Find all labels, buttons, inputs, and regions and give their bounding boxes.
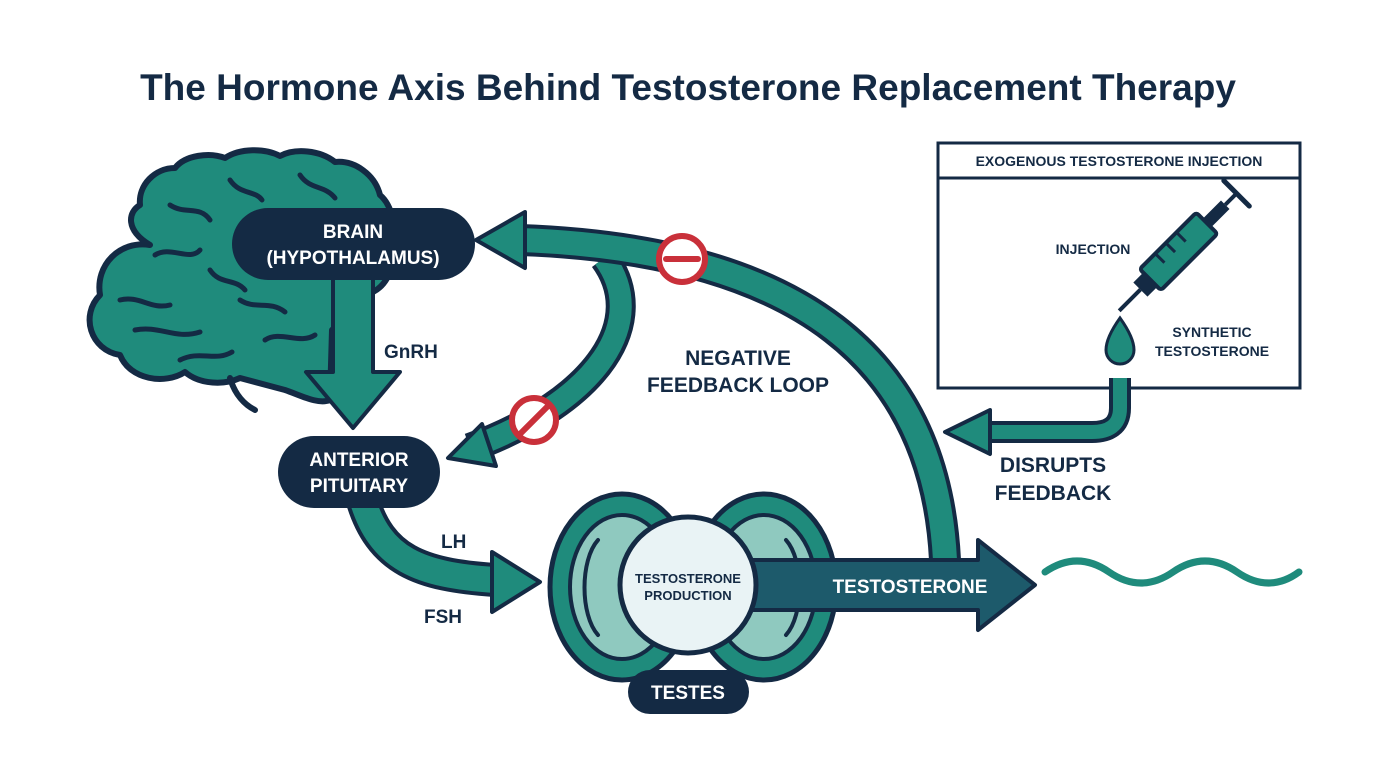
- drop-icon: [1104, 315, 1136, 366]
- disrupts-label-line1: DISRUPTS: [1000, 454, 1106, 477]
- injection-label: INJECTION: [1056, 241, 1131, 257]
- anterior-pituitary-node: ANTERIOR PITUITARY: [278, 436, 440, 508]
- disrupts-label-line2: FEEDBACK: [995, 482, 1112, 505]
- syringe-icon: [1117, 178, 1252, 313]
- brain-label-line2: (HYPOTHALAMUS): [266, 248, 439, 269]
- feedback-label-line1: NEGATIVE: [685, 347, 791, 370]
- production-label-line2: PRODUCTION: [644, 588, 731, 603]
- lh-fsh-arrow: [345, 492, 542, 614]
- exogenous-injection-panel: EXOGENOUS TESTOSTERONE INJECTION INJECTI…: [936, 141, 1302, 390]
- synthetic-label-line2: TESTOSTERONE: [1155, 343, 1269, 359]
- pituitary-label-line1: ANTERIOR: [309, 450, 409, 471]
- testosterone-arrow-label: TESTOSTERONE: [833, 577, 988, 598]
- testosterone-production-node: TESTOSTERONE PRODUCTION: [617, 514, 759, 656]
- production-label-line1: TESTOSTERONE: [635, 571, 741, 586]
- disrupts-feedback-arrow: [943, 378, 1131, 456]
- inhibit-icon: [656, 233, 708, 285]
- testes-node: TESTES: [628, 670, 749, 714]
- synthetic-label-line1: SYNTHETIC: [1172, 324, 1251, 340]
- feedback-label-line2: FEEDBACK LOOP: [647, 374, 829, 397]
- gnrh-label: GnRH: [384, 342, 438, 363]
- testes-label: TESTES: [651, 683, 725, 704]
- gnrh-arrow: [304, 266, 402, 430]
- page-title: The Hormone Axis Behind Testosterone Rep…: [140, 67, 1236, 108]
- pituitary-label-line2: PITUITARY: [310, 476, 408, 497]
- inhibit-icon: [509, 395, 559, 445]
- feedback-arrow-to-brain: [474, 210, 961, 561]
- brain-label-line1: BRAIN: [323, 222, 383, 243]
- testosterone-arrow: TESTOSTERONE: [740, 538, 1037, 632]
- fsh-label: FSH: [424, 607, 462, 628]
- lh-label: LH: [441, 532, 466, 553]
- wave-icon: [1041, 557, 1303, 587]
- panel-header: EXOGENOUS TESTOSTERONE INJECTION: [976, 153, 1263, 169]
- brain-hypothalamus-node: BRAIN (HYPOTHALAMUS): [232, 208, 475, 280]
